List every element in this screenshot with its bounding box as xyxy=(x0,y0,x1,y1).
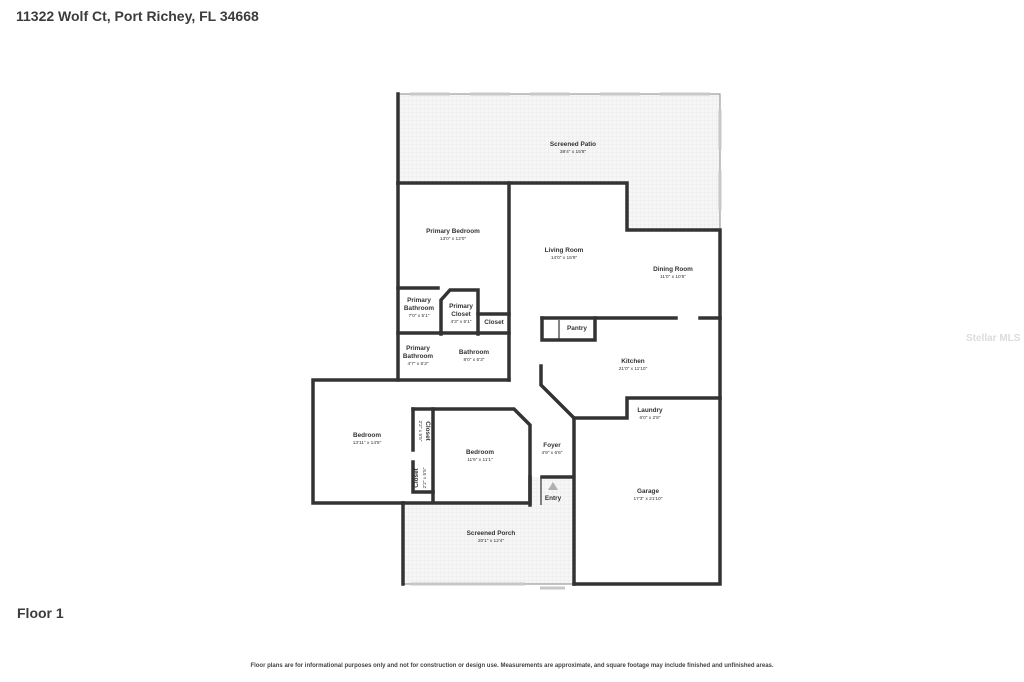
room-label-bedroom-2: Bedroom xyxy=(466,449,494,456)
room-dims-living-room: 14'0" x 15'9" xyxy=(551,255,578,261)
room-dims-screened-patio: 38'4" x 15'8" xyxy=(560,149,587,155)
room-label-kitchen: Kitchen xyxy=(621,358,645,365)
room-label-primary-closet-line2: Closet xyxy=(451,311,471,318)
room-dims-primary-bathroom-1: 7'0" x 5'1" xyxy=(409,313,430,319)
room-label-primary-bathroom-2-line2: Bathroom xyxy=(403,353,433,360)
room-label-pantry: Pantry xyxy=(567,325,587,332)
room-label-closet-1: Closet xyxy=(424,421,431,441)
room-label-closet: Closet xyxy=(484,319,504,326)
entry-arrow-icon xyxy=(548,482,558,490)
room-label-living-room: Living Room xyxy=(545,247,584,254)
room-dims-primary-closet: 4'3" x 5'1" xyxy=(451,319,472,325)
room-dims-bathroom: 8'0" x 5'3" xyxy=(464,357,485,363)
room-dims-screened-porch: 20'1" x 12'4" xyxy=(478,538,505,544)
room-dims-closet-2: 2'2" x 5'5" xyxy=(422,467,428,488)
room-label-foyer: Foyer xyxy=(543,442,561,449)
room-label-dining-room: Dining Room xyxy=(653,266,693,273)
room-label-primary-closet-line1: Primary xyxy=(449,303,473,310)
room-label-entry: Entry xyxy=(545,495,562,502)
room-label-garage: Garage xyxy=(637,488,659,495)
property-address: 11322 Wolf Ct, Port Richey, FL 34668 xyxy=(16,8,259,24)
room-label-closet-2: Closet xyxy=(413,467,420,487)
room-label-primary-bathroom-1-line2: Bathroom xyxy=(404,305,434,312)
interior-lines xyxy=(540,320,560,505)
room-dims-bedroom-2: 11'6" x 11'1" xyxy=(467,457,493,463)
room-dims-closet-1: 2'2" x 5'5" xyxy=(417,421,423,442)
floor-label: Floor 1 xyxy=(17,605,64,621)
room-dims-kitchen: 21'0" x 11'10" xyxy=(619,366,648,372)
room-label-bathroom: Bathroom xyxy=(459,349,489,356)
walls xyxy=(311,92,722,586)
room-label-primary-bathroom-2-line1: Primary xyxy=(406,345,430,352)
room-dims-bedroom-1: 13'11" x 14'5" xyxy=(353,440,382,446)
room-dims-garage: 17'3" x 21'10" xyxy=(634,496,663,502)
room-dims-dining-room: 11'0" x 10'5" xyxy=(660,274,686,280)
disclaimer: Floor plans are for informational purpos… xyxy=(250,663,774,669)
screened-porch-area xyxy=(403,477,572,584)
room-dims-primary-bathroom-2: 4'7" x 5'3" xyxy=(408,361,429,367)
room-label-screened-porch: Screened Porch xyxy=(467,530,516,537)
room-label-screened-patio: Screened Patio xyxy=(550,141,596,148)
room-label-bedroom-1: Bedroom xyxy=(353,432,381,439)
room-dims-laundry: 6'0" x 2'8" xyxy=(640,415,661,421)
room-label-primary-bathroom-1-line1: Primary xyxy=(407,297,431,304)
watermark: Stellar MLS xyxy=(966,333,1021,344)
room-dims-foyer: 4'9" x 6'6" xyxy=(542,450,563,456)
room-dims-primary-bedroom: 13'0" x 12'0" xyxy=(440,236,467,242)
room-label-primary-bedroom: Primary Bedroom xyxy=(426,228,480,235)
screened-patio-area xyxy=(398,94,720,230)
room-label-laundry: Laundry xyxy=(637,407,663,414)
